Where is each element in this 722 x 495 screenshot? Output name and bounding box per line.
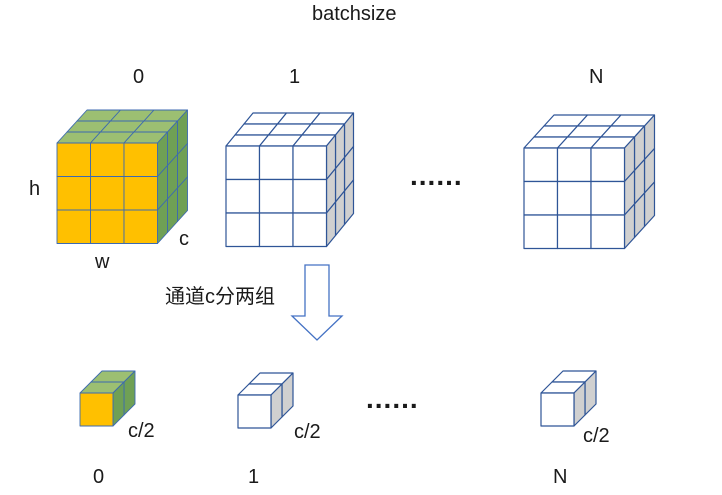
cube-front-cell	[523, 214, 559, 250]
cube-front-cell	[79, 392, 114, 427]
arrow-label: 通道c分两组	[165, 286, 275, 308]
cube-front-cell	[590, 147, 626, 183]
cube-front-cell	[90, 176, 125, 211]
feature-map-batch-0	[56, 109, 188, 244]
cube-front-cell	[56, 142, 91, 177]
bottom-batch-label-1: 1	[248, 466, 260, 488]
cube-front-cell	[556, 214, 592, 250]
cube-front-cell	[90, 209, 125, 244]
batch-label-0: 0	[133, 66, 145, 88]
cube-front-cell	[90, 142, 125, 177]
title-batchsize: batchsize	[312, 3, 397, 25]
cube-front-cell	[258, 178, 294, 214]
batch-label-1: 1	[289, 66, 301, 88]
cube-front-cell	[292, 178, 328, 214]
half-channel-label-0: c/2	[128, 420, 155, 442]
cube-front-cell	[292, 212, 328, 248]
batch-label-n: N	[589, 66, 604, 88]
half-map-batch-n	[540, 370, 597, 427]
cube-front-cell	[237, 394, 272, 429]
width-label: w	[95, 251, 110, 273]
bottom-batch-label-0: 0	[93, 466, 105, 488]
cube-front-cell	[258, 212, 294, 248]
cube-front-cell	[56, 176, 91, 211]
bottom-batch-label-n: N	[553, 466, 568, 488]
feature-map-batch-n	[523, 114, 656, 250]
cube-layer	[56, 109, 656, 429]
cube-front-cell	[123, 176, 158, 211]
half-channel-label-n: c/2	[583, 425, 610, 447]
cube-front-cell	[523, 180, 559, 216]
cube-front-cell	[123, 142, 158, 177]
cube-front-cell	[123, 209, 158, 244]
cube-front-cell	[556, 180, 592, 216]
cube-front-cell	[292, 145, 328, 181]
half-channel-label-1: c/2	[294, 421, 321, 443]
half-map-batch-0	[79, 370, 136, 427]
channel-label: c	[179, 228, 189, 250]
half-map-batch-1	[237, 372, 294, 429]
cube-front-cell	[225, 212, 261, 248]
feature-map-batch-1	[225, 112, 355, 248]
cube-front-cell	[225, 145, 261, 181]
ellipsis-top: ......	[410, 160, 463, 191]
cube-front-cell	[523, 147, 559, 183]
down-arrow	[290, 264, 344, 341]
cube-front-cell	[258, 145, 294, 181]
cube-front-cell	[590, 180, 626, 216]
height-label: h	[29, 178, 41, 200]
cube-front-cell	[56, 209, 91, 244]
cube-front-cell	[225, 178, 261, 214]
cube-front-cell	[540, 392, 575, 427]
cube-front-cell	[556, 147, 592, 183]
ellipsis-bottom: ......	[366, 383, 419, 414]
cube-front-cell	[590, 214, 626, 250]
